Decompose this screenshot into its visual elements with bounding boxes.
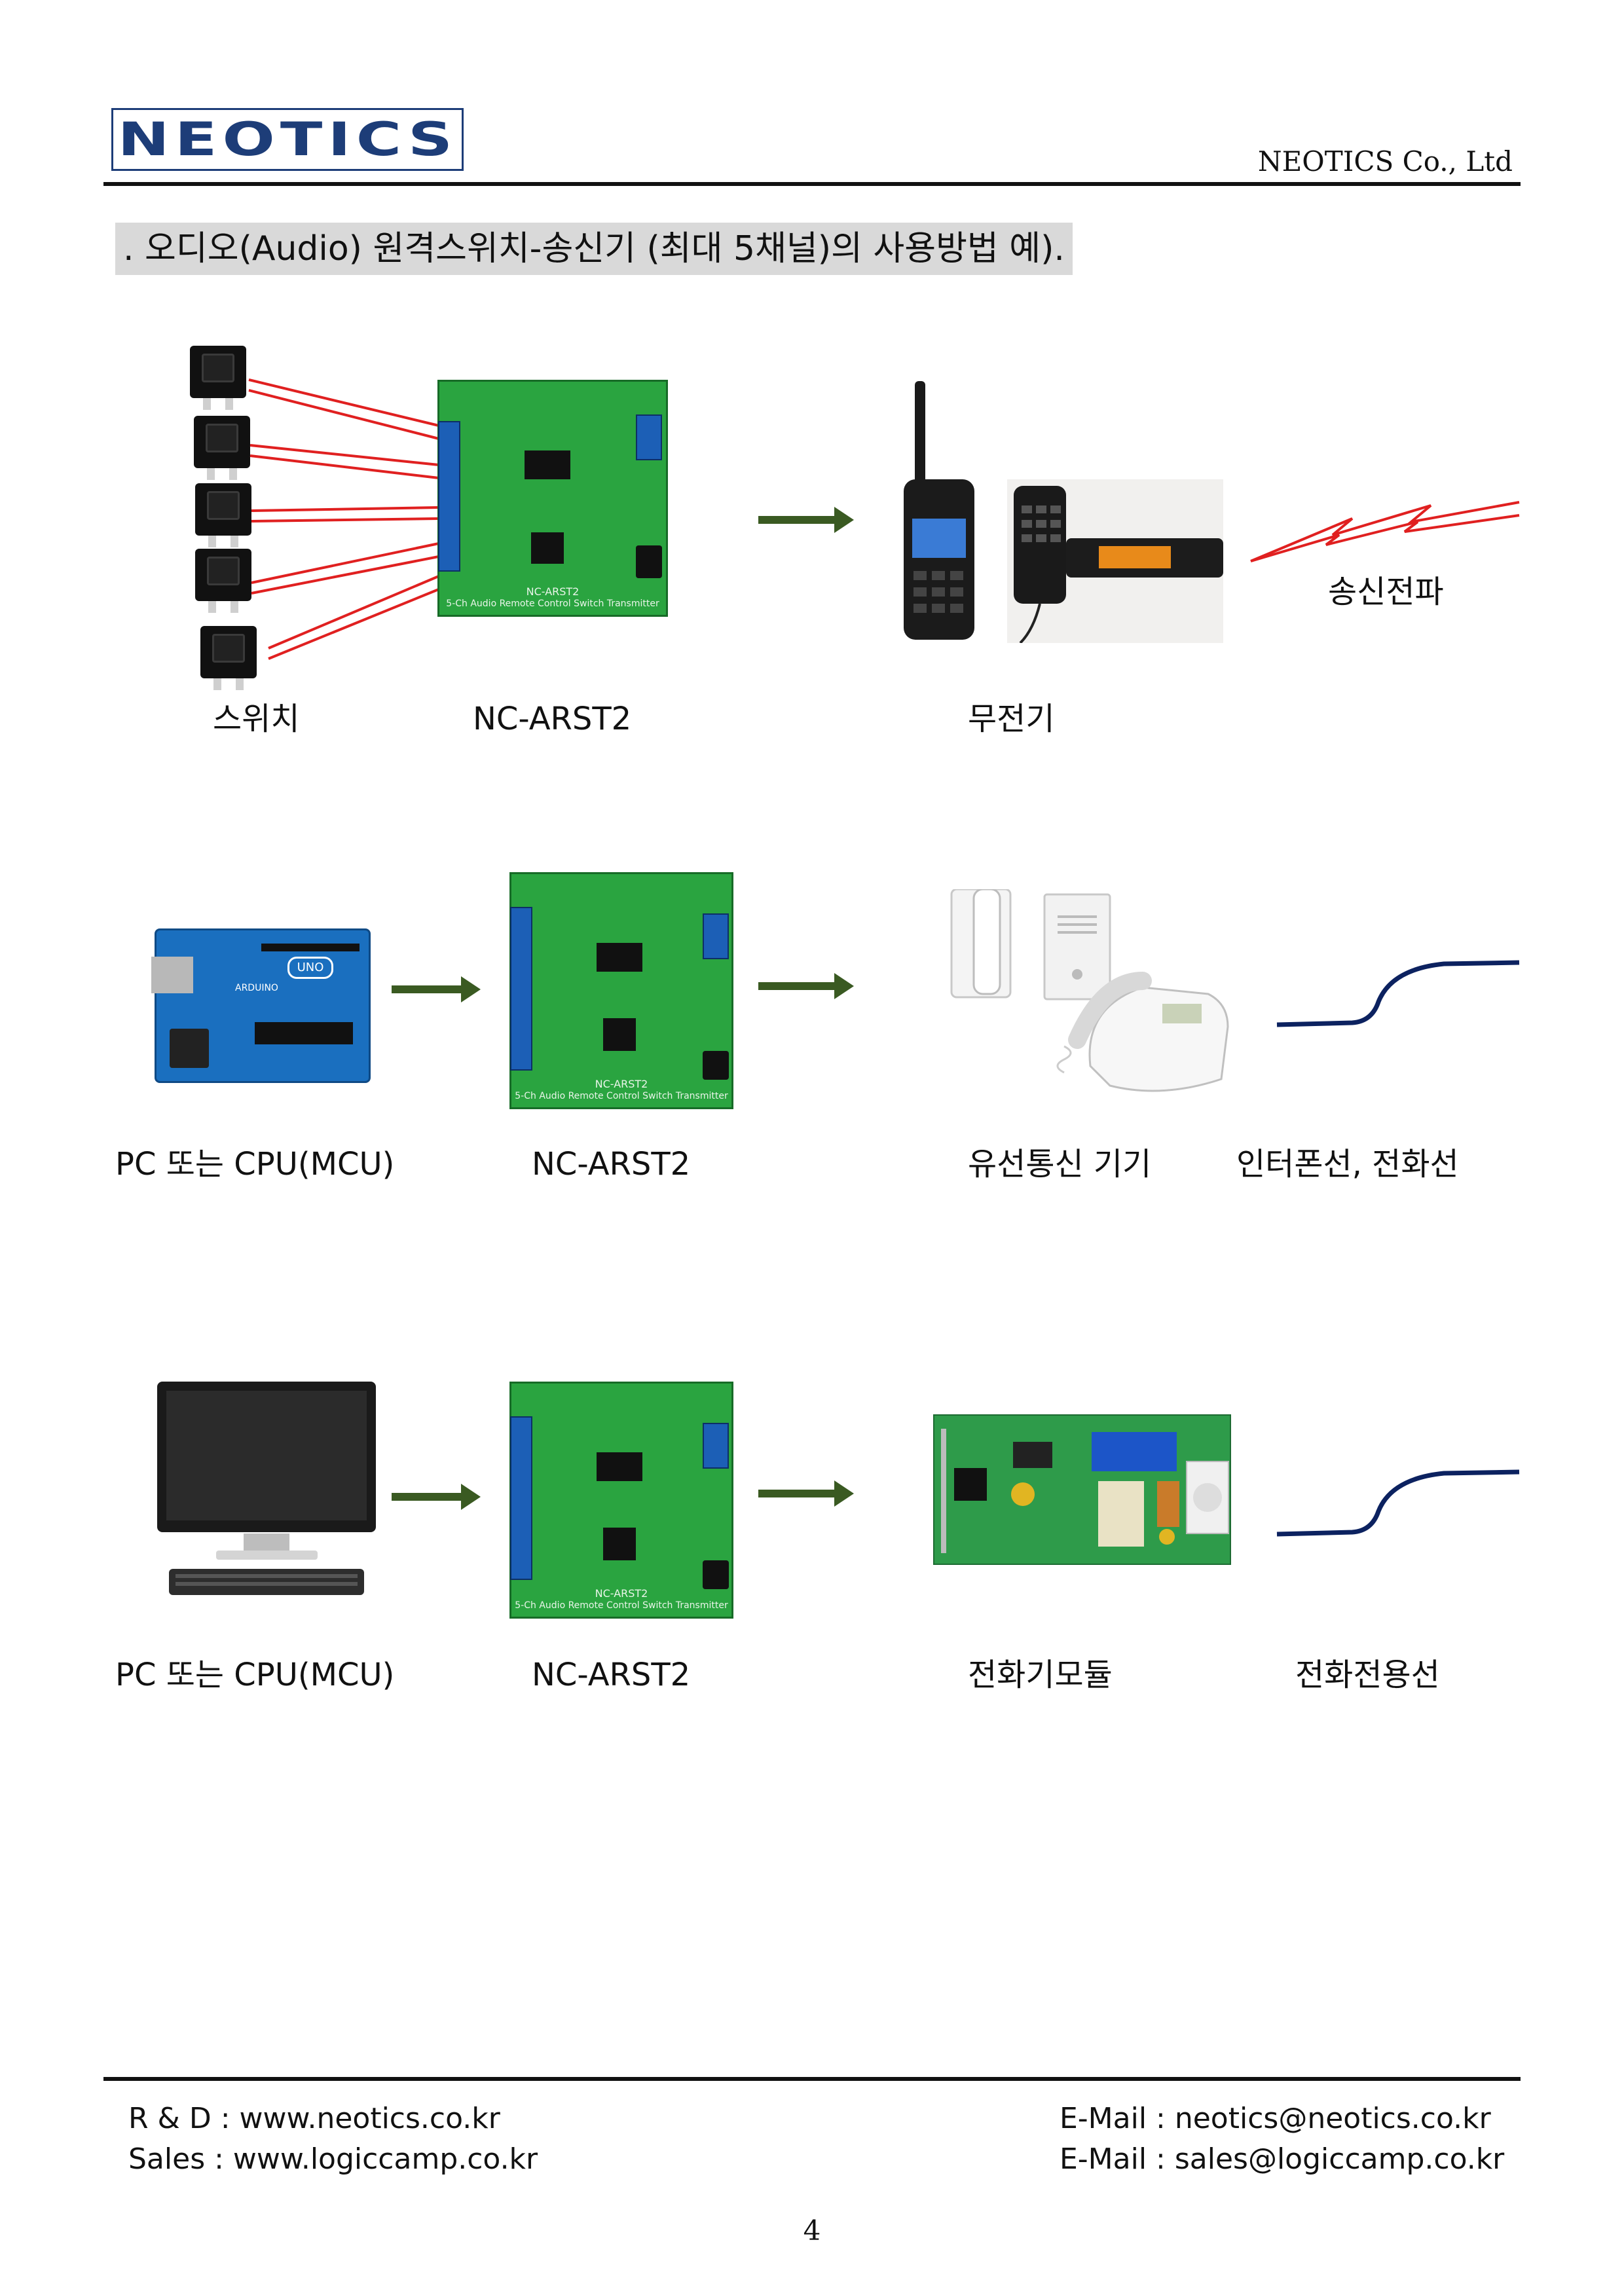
footer-email-2: E-Mail : sales@logiccamp.co.kr — [1060, 2142, 1505, 2176]
arrow-icon — [758, 1480, 854, 1507]
rocker-switch-3 — [195, 483, 251, 547]
handheld-radio-icon — [904, 381, 974, 640]
label-signal: 송신전파 — [1328, 574, 1444, 610]
phone-line-icon — [1276, 960, 1520, 1027]
arduino-board: UNO ARDUINO — [151, 928, 371, 1083]
label-device: NC-ARST2 — [473, 701, 632, 737]
nc-arst2-board: NC-ARST2 5-Ch Audio Remote Control Switc… — [509, 872, 733, 1109]
label-device: NC-ARST2 — [532, 1657, 691, 1693]
label-device: NC-ARST2 — [532, 1146, 691, 1183]
neotics-logo: NEOTICS — [111, 108, 464, 171]
footer-rd: R & D : www.neotics.co.kr — [128, 2102, 500, 2135]
label-wired-device: 유선통신 기기 — [968, 1146, 1152, 1183]
phone-line-icon — [1276, 1469, 1520, 1537]
label-dedicated-line: 전화전용선 — [1295, 1657, 1440, 1693]
computer-monitor-icon — [157, 1382, 376, 1595]
arrow-icon — [392, 976, 481, 1002]
nc-arst2-board: NC-ARST2 5-Ch Audio Remote Control Switc… — [437, 380, 668, 617]
company-name: NEOTICS Co., Ltd — [1257, 145, 1513, 177]
rocker-switch-5 — [200, 626, 257, 690]
board-title: NC-ARST2 — [526, 585, 580, 598]
label-pc: PC 또는 CPU(MCU) — [115, 1146, 395, 1183]
label-phone-module: 전화기모듈 — [968, 1657, 1113, 1693]
row-3: NC-ARST2 5-Ch Audio Remote Control Switc… — [0, 1362, 1624, 1693]
board-title: NC-ARST2 — [595, 1587, 648, 1600]
row-1: NC-ARST2 5-Ch Audio Remote Control Switc… — [0, 327, 1624, 746]
arrow-icon — [758, 973, 854, 999]
rocker-switch-1 — [190, 346, 246, 410]
arduino-brand: ARDUINO — [235, 983, 278, 993]
header-rule — [103, 182, 1521, 186]
switch-wires — [248, 378, 439, 660]
label-radio: 무전기 — [968, 701, 1055, 737]
label-switch: 스위치 — [213, 701, 300, 737]
mobile-radio-image — [1007, 479, 1223, 644]
label-pc: PC 또는 CPU(MCU) — [115, 1657, 395, 1693]
label-line: 인터폰선, 전화선 — [1236, 1146, 1459, 1183]
board-subtitle: 5-Ch Audio Remote Control Switch Transmi… — [515, 1091, 728, 1101]
row-2: UNO ARDUINO NC-ARST2 5-Ch Audio Remote C… — [0, 864, 1624, 1183]
logo-text: NEOTICS — [117, 113, 458, 166]
footer-rule — [103, 2077, 1521, 2081]
phone-module-board — [933, 1414, 1231, 1565]
intercom-phone-icon — [950, 889, 1229, 1092]
rocker-switch-2 — [194, 416, 250, 480]
nc-arst2-board: NC-ARST2 5-Ch Audio Remote Control Switc… — [509, 1382, 733, 1619]
page-number: 4 — [803, 2214, 821, 2247]
arrow-icon — [758, 507, 854, 533]
arrow-icon — [392, 1484, 481, 1510]
section-title: . 오디오(Audio) 원격스위치-송신기 (최대 5채널)의 사용방법 예)… — [115, 223, 1073, 275]
radio-wave-icon — [1250, 501, 1520, 562]
arduino-badge: UNO — [287, 957, 333, 979]
footer-sales: Sales : www.logiccamp.co.kr — [128, 2142, 538, 2176]
board-subtitle: 5-Ch Audio Remote Control Switch Transmi… — [515, 1600, 728, 1611]
board-title: NC-ARST2 — [595, 1078, 648, 1090]
rocker-switch-4 — [195, 549, 251, 613]
board-subtitle: 5-Ch Audio Remote Control Switch Transmi… — [446, 598, 659, 609]
footer-email-1: E-Mail : neotics@neotics.co.kr — [1060, 2102, 1491, 2135]
